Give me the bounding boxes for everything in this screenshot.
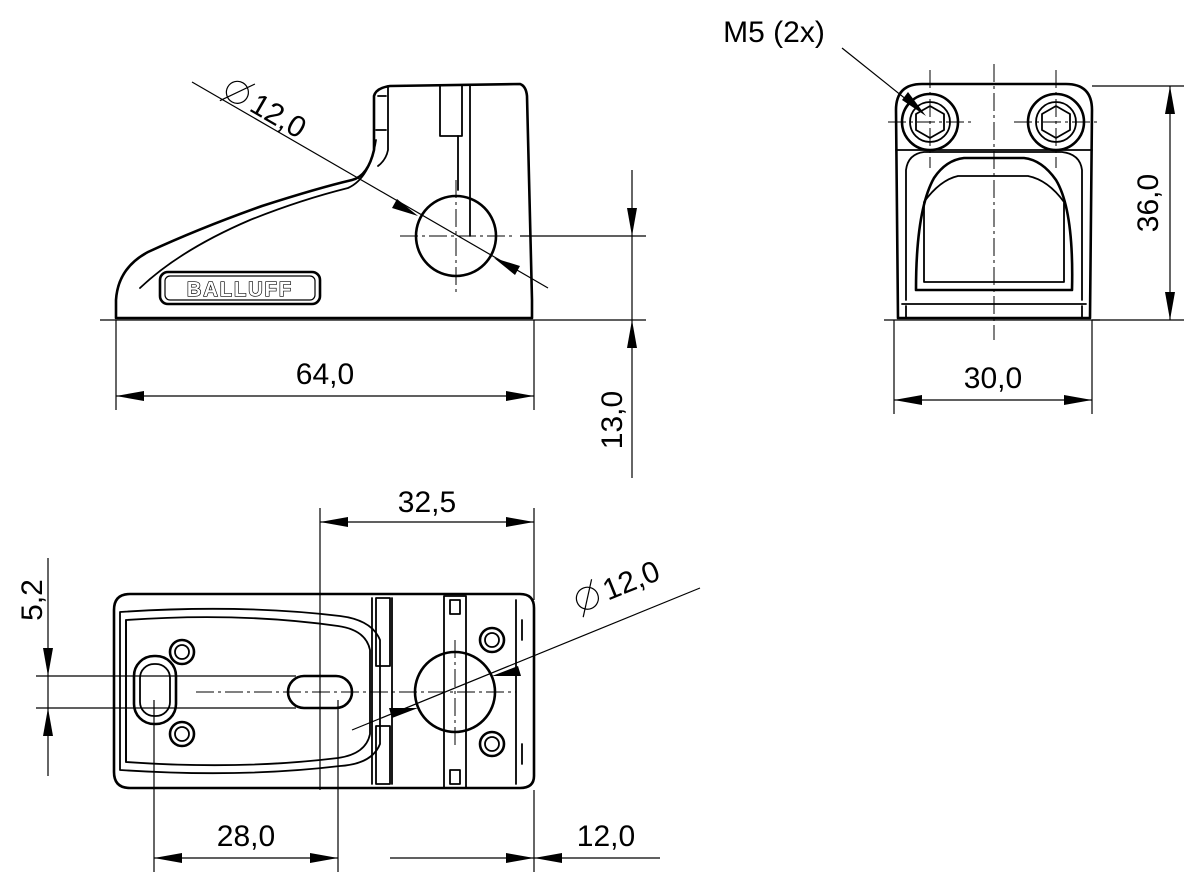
diameter-symbol	[225, 80, 249, 104]
side-bore	[414, 194, 498, 278]
mount-hole	[168, 720, 196, 748]
side-view: 12,0 BALLUFF 64,0 13,0	[100, 80, 646, 478]
brand-logo-text: BALLUFF	[187, 279, 293, 301]
top-view: 12,0 32,5 5,2 28,0 12,0	[16, 486, 701, 872]
slot-width-dimension: 5,2	[16, 579, 49, 621]
hole-spacing-dimension: 28,0	[217, 820, 275, 853]
front-height-dimension: 36,0	[1132, 174, 1165, 232]
mount-hole	[168, 638, 196, 666]
diameter-symbol	[575, 586, 599, 610]
side-length-dimension: 64,0	[296, 358, 354, 391]
screw-thread-label: M5 (2x)	[723, 16, 825, 49]
front-view-outline	[894, 82, 1094, 320]
mount-hole	[478, 730, 506, 758]
slot-left	[132, 654, 178, 726]
front-view: M5 (2x) 36,0 30,0	[723, 16, 1184, 414]
top-bore-dimension: 12,0	[598, 555, 665, 607]
edge-distance-dimension: 12,0	[577, 820, 635, 853]
side-height-dimension: 13,0	[596, 391, 629, 449]
side-view-outline	[114, 82, 534, 320]
top-view-outline	[112, 592, 536, 790]
mount-hole	[478, 626, 506, 654]
side-bore-dimension: 12,0	[244, 87, 311, 145]
top-offset-dimension: 32,5	[398, 486, 456, 519]
front-width-dimension: 30,0	[964, 362, 1022, 395]
brand-logo: BALLUFF	[158, 270, 322, 306]
